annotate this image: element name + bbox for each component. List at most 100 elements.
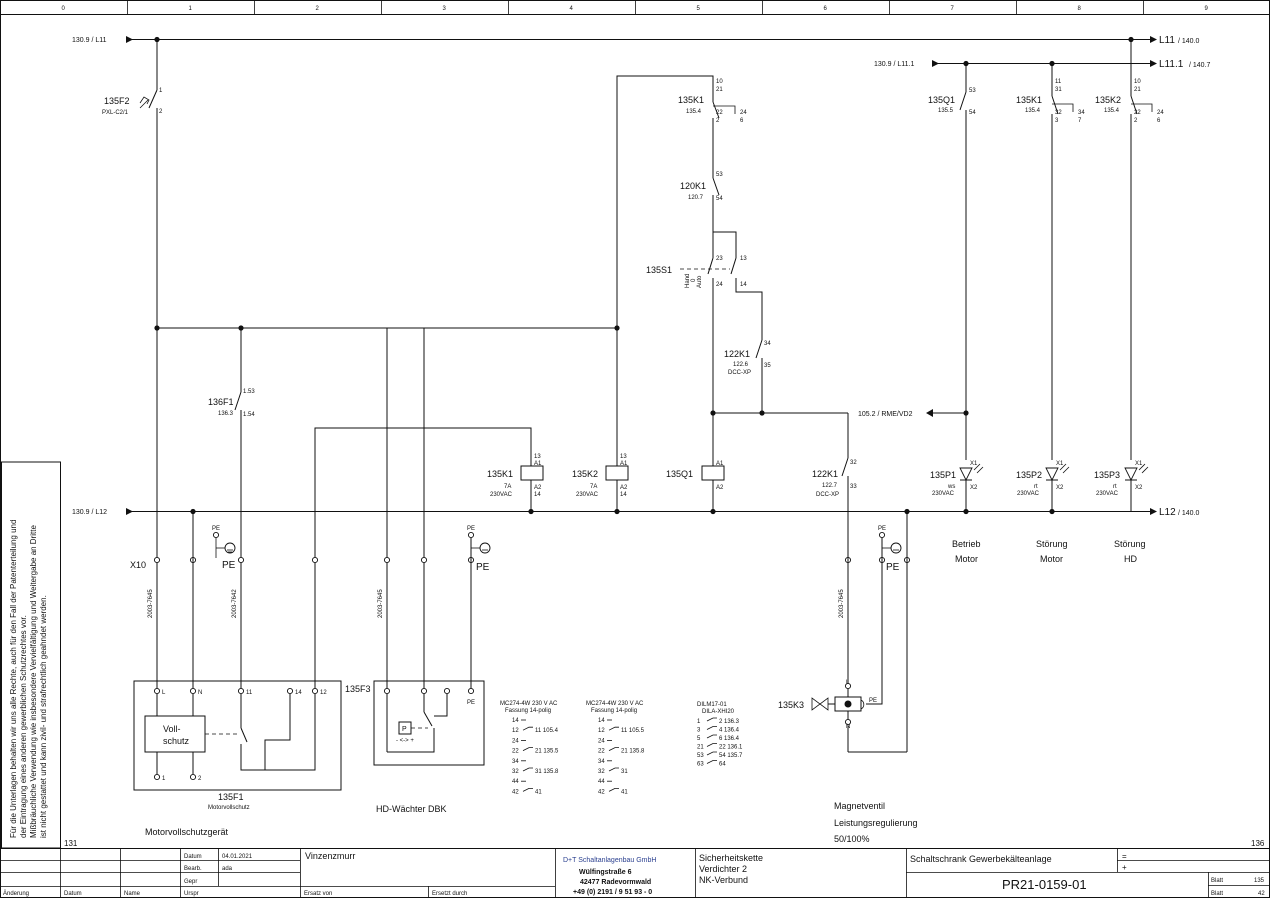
svg-text:24: 24	[740, 110, 747, 116]
svg-text:54: 54	[969, 110, 976, 116]
relay-table-pin: 14	[598, 718, 605, 724]
rail-l111: 130.9 / L11.1 L11.1 / 140.7	[874, 59, 1211, 70]
svg-text:32: 32	[850, 460, 857, 466]
svg-text:10: 10	[1134, 79, 1141, 85]
relay-table-ref: 11 105.4	[535, 728, 559, 734]
svg-text:Mißbräuchliche Verwendung wie: Mißbräuchliche Verwendung wie insbesonde…	[29, 525, 38, 838]
relay-table-pin: 24	[598, 738, 605, 744]
contact-135k2-d-tag: 135K2	[1095, 95, 1121, 105]
relay-table-pin: 42	[598, 789, 605, 795]
svg-text:X2: X2	[1135, 485, 1143, 491]
pe-label-3: PE	[886, 562, 900, 573]
coil-135k1: 13 A1 A2 14 135K1 7A 230VAC	[487, 454, 544, 512]
svg-text:A2: A2	[716, 485, 724, 491]
svg-text:13: 13	[620, 454, 627, 460]
column-number: 5	[697, 6, 701, 12]
column-number: 3	[443, 6, 447, 12]
svg-text:A1: A1	[620, 461, 628, 467]
title-desc-2: Verdichter 2	[699, 864, 747, 874]
svg-text:Ersetzt durch: Ersetzt durch	[432, 891, 467, 897]
svg-text:34: 34	[764, 341, 771, 347]
svg-text:35: 35	[764, 363, 771, 369]
svg-text:A2: A2	[620, 485, 628, 491]
lamp-135p1-branch: 53 54 135Q1 135.5	[928, 60, 976, 460]
svg-text:53: 53	[969, 88, 976, 94]
column-number: 1	[189, 6, 193, 12]
relay-table-pin: 1	[697, 719, 701, 725]
pe-label-1: PE	[222, 560, 236, 571]
device-135f1: L N 11 14 12 Voll- schutz 1 2 135F1 Moto…	[133, 680, 342, 837]
svg-text:2003-7645: 2003-7645	[148, 589, 154, 618]
lamp-135p2-symbol	[1045, 463, 1070, 512]
contact-122k1-b-tag: 122K1	[812, 469, 838, 479]
svg-text:N: N	[198, 690, 202, 696]
page-ref-right: 136	[1251, 839, 1265, 848]
title-date: 04.01.2021	[222, 854, 253, 860]
rme-label: 105.2 / RME/VD2	[858, 411, 913, 418]
title-project: Schaltschrank Gewerbekälteanlage	[910, 854, 1052, 864]
neutral-drops	[190, 508, 1055, 752]
title-sheet-number: 135	[1254, 878, 1265, 884]
rail-l11-right-label: L11	[1159, 35, 1175, 46]
svg-text:21: 21	[716, 87, 723, 93]
column-number: 2	[316, 6, 320, 12]
selector-135s1: 23 13 24 14 135S1 Hand 0 Auto	[646, 231, 763, 413]
svg-text:13: 13	[534, 454, 541, 460]
svg-text:230VAC: 230VAC	[932, 491, 955, 497]
svg-text:22: 22	[1134, 110, 1141, 116]
svg-text:DILM17-01: DILM17-01	[697, 702, 727, 708]
svg-text:230VAC: 230VAC	[1096, 491, 1119, 497]
svg-text:MC274-4W 230 V AC: MC274-4W 230 V AC	[500, 701, 558, 707]
relay-table-pin: 3	[697, 728, 701, 734]
svg-text:135.4: 135.4	[1025, 108, 1041, 114]
svg-text:32: 32	[1055, 110, 1062, 116]
contact-120k1-tag: 120K1	[680, 181, 706, 191]
relay-table-ref: 22 136.1	[719, 745, 743, 751]
svg-text:7: 7	[1078, 118, 1082, 124]
svg-text:DILA-XHI20: DILA-XHI20	[702, 709, 735, 715]
lamp-135p3-branch: 10 21 22 2 24 6 135K2 135.4	[1095, 36, 1164, 460]
relay-table-ref: 41	[621, 789, 628, 795]
svg-text:Datum: Datum	[184, 854, 202, 860]
title-doc-number: PR21-0159-01	[1002, 877, 1087, 892]
svg-text:31: 31	[1055, 87, 1062, 93]
svg-text:6: 6	[1157, 118, 1161, 124]
chain-120k1-contact: 53 54 120K1 120.7	[680, 172, 723, 232]
svg-text:L: L	[846, 680, 850, 686]
vollschutz-box	[144, 715, 206, 753]
svg-text:Für die Unterlagen behalten wi: Für die Unterlagen behalten wir uns alle…	[9, 520, 18, 838]
svg-text:Blatt: Blatt	[1211, 878, 1223, 884]
svg-text:2: 2	[716, 118, 720, 124]
svg-text:Ersatz von: Ersatz von	[304, 891, 332, 897]
relay-table-ref: 31	[621, 769, 628, 775]
svg-text:53: 53	[716, 172, 723, 178]
fuse-135f2-tag: 135F2	[104, 96, 130, 106]
svg-text:Auto: Auto	[697, 275, 703, 288]
relay-table-ref: 4 136.4	[719, 728, 740, 734]
column-number: 7	[951, 6, 955, 12]
svg-text:2003-7642: 2003-7642	[232, 589, 238, 618]
svg-text:1.54: 1.54	[243, 412, 255, 418]
lamp-135p3-symbol	[1124, 463, 1149, 512]
rail-l11: 130.9 / L11 L11 / 140.0	[72, 35, 1200, 46]
lamp-135p3-desc1: Störung	[1114, 539, 1146, 549]
valve-title-3: 50/100%	[834, 834, 870, 844]
svg-text:ws: ws	[947, 484, 955, 490]
svg-text:136.3: 136.3	[218, 411, 234, 417]
contact-136f1: 1.53 1.54 136F1 136.3	[208, 328, 255, 690]
svg-text:42477 Radevormwald: 42477 Radevormwald	[580, 879, 651, 886]
lamp-135p1-tag: 135P1	[930, 470, 956, 480]
relay-table-pin: 12	[598, 728, 605, 734]
page-ref-left: 131	[64, 839, 78, 848]
svg-text:0: 0	[691, 278, 697, 282]
contact-135k1-d-tag: 135K1	[1016, 95, 1042, 105]
svg-text:A1: A1	[716, 461, 724, 467]
device-135f1-tag: 135F1	[218, 792, 244, 802]
coil-135q1: A1 A2 135Q1	[666, 413, 725, 512]
contact-136f1-tag: 136F1	[208, 397, 234, 407]
svg-text:13: 13	[740, 256, 747, 262]
svg-text:Datum: Datum	[64, 891, 82, 897]
rail-l11-right-ref: / 140.0	[1178, 38, 1200, 45]
